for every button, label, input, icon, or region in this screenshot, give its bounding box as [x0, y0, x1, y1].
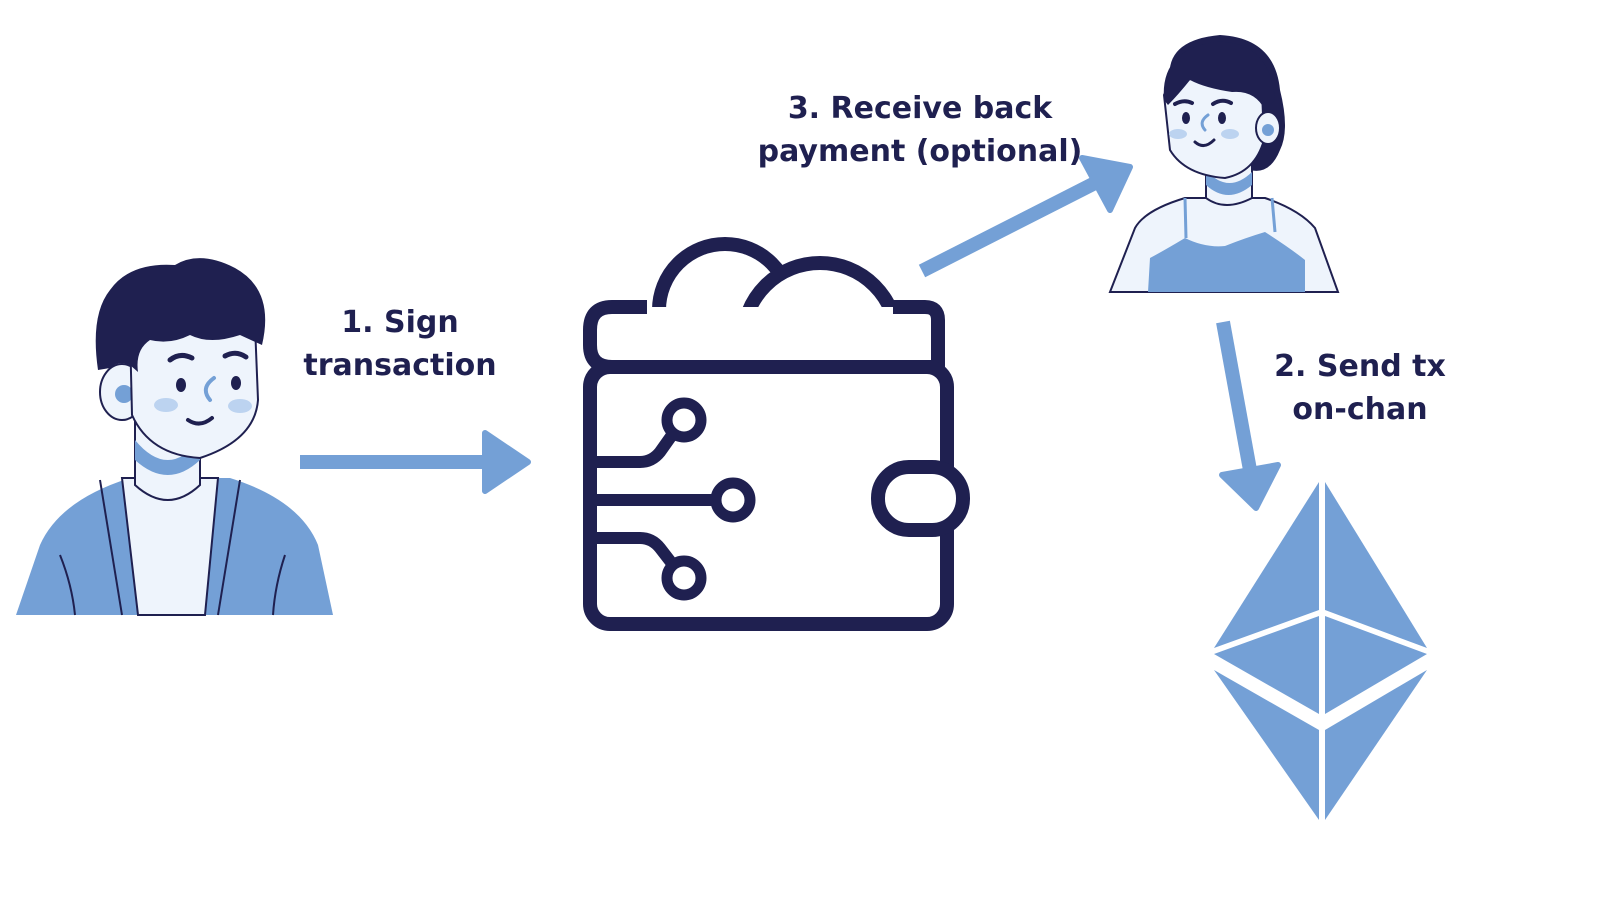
- crypto-wallet: [583, 237, 970, 631]
- sender-hair: [95, 258, 266, 372]
- step2-label: 2. Send tx on-chan: [1265, 345, 1455, 431]
- step1-label: 1. Sign transaction: [300, 301, 500, 387]
- recipient-person: [1108, 35, 1340, 293]
- arrow-receive-payment: [918, 155, 1133, 278]
- sender-face: [128, 322, 260, 460]
- step3-label-line1: 3. Receive back: [787, 91, 1053, 126]
- sender-person: [16, 258, 333, 616]
- step1-label-line2: transaction: [303, 348, 497, 383]
- step2-label-line2: on-chan: [1292, 392, 1428, 427]
- step3-label: 3. Receive back payment (optional): [755, 87, 1085, 173]
- ethereum-icon: [1214, 482, 1427, 820]
- arrow-send-tx: [1216, 320, 1281, 511]
- arrow-sign-transaction: [300, 430, 531, 494]
- recipient-hair: [1163, 41, 1275, 110]
- step3-label-line2: payment (optional): [757, 134, 1083, 169]
- step1-label-line1: 1. Sign: [341, 305, 459, 340]
- step2-label-line1: 2. Send tx: [1274, 349, 1446, 384]
- wallet-clasp: [871, 460, 970, 537]
